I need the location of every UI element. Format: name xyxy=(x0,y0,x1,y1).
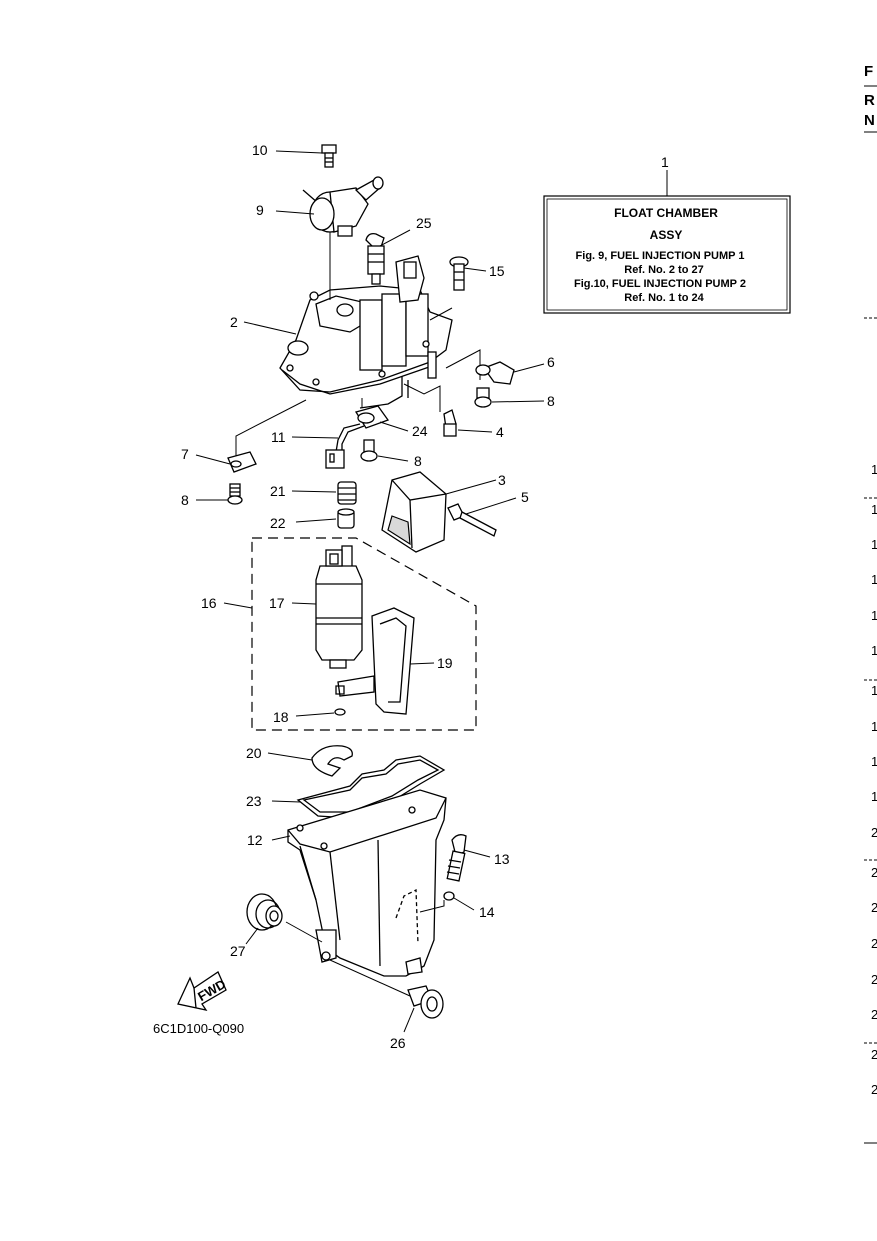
callout-12: 12 xyxy=(247,832,263,848)
part-18-clip xyxy=(334,685,346,716)
part-20-holder xyxy=(311,745,353,777)
part-8-bolt-center xyxy=(360,439,378,462)
edge-row-13: 2 xyxy=(871,900,877,915)
callout-18: 18 xyxy=(273,709,289,725)
edge-row-5: 1 xyxy=(871,608,877,623)
callout-25: 25 xyxy=(416,215,432,231)
callout-16: 16 xyxy=(201,595,217,611)
edge-row-4: 1 xyxy=(871,572,877,587)
edge-top-3: N xyxy=(864,112,875,129)
callout-4: 4 xyxy=(496,424,504,440)
edge-row-12: 2 xyxy=(871,865,877,880)
part-5-pin xyxy=(447,503,497,537)
assy-fig10: Fig.10, FUEL INJECTION PUMP 2 xyxy=(574,278,746,290)
assy-title: FLOAT CHAMBER xyxy=(614,206,718,220)
part-4-sensor xyxy=(443,409,457,437)
edge-row-7: 1 xyxy=(871,683,877,698)
right-edge-column: F R N 1 1 1 1 1 1 1 1 1 1 2 2 2 2 2 2 2 … xyxy=(864,63,877,1144)
edge-row-9: 1 xyxy=(871,754,877,769)
part-27-grommet xyxy=(246,893,283,931)
callout-9: 9 xyxy=(256,202,264,218)
part-11-wire xyxy=(325,423,365,469)
part-12-float-chamber xyxy=(287,789,447,977)
part-2-cover xyxy=(279,255,453,409)
part-3-cover xyxy=(381,471,447,553)
part-8-bolt-right xyxy=(474,387,492,408)
part-6-clip xyxy=(475,361,515,385)
callout-26: 26 xyxy=(390,1035,406,1051)
edge-row-16: 2 xyxy=(871,1007,877,1022)
part-16-group-outline xyxy=(251,537,477,731)
callout-11: 11 xyxy=(271,429,286,445)
edge-row-15: 2 xyxy=(871,972,877,987)
part-8-bolt-left xyxy=(227,483,243,505)
edge-row-6: 1 xyxy=(871,643,877,658)
callout-21: 21 xyxy=(270,483,286,499)
assy-fig9: Fig. 9, FUEL INJECTION PUMP 1 xyxy=(576,250,745,262)
assy-info-box: FLOAT CHAMBER ASSY Fig. 9, FUEL INJECTIO… xyxy=(543,195,791,314)
part-15-screw xyxy=(449,256,469,291)
part-22-collar xyxy=(337,508,355,529)
callout-20: 20 xyxy=(246,745,262,761)
edge-row-17: 2 xyxy=(871,1047,877,1062)
part-13-drain-screw xyxy=(446,834,467,882)
callout-labels: 1 2 3 4 5 6 7 8 8 8 9 10 11 12 13 14 15 … xyxy=(181,142,669,1051)
assy-fig9-ref: Ref. No. 2 to 27 xyxy=(624,264,703,276)
edge-top-1: F xyxy=(864,63,873,80)
callout-19: 19 xyxy=(437,655,453,671)
edge-row-10: 1 xyxy=(871,789,877,804)
edge-top-2: R xyxy=(864,92,875,109)
callout-24: 24 xyxy=(412,423,428,439)
edge-row-8: 1 xyxy=(871,719,877,734)
callout-2: 2 xyxy=(230,314,238,330)
callout-8-left: 8 xyxy=(181,492,189,508)
callout-8-center: 8 xyxy=(414,453,422,469)
callout-leaders xyxy=(195,150,545,1033)
fwd-label: FWD xyxy=(195,976,228,1004)
callout-15: 15 xyxy=(489,263,505,279)
part-26-collar xyxy=(407,985,444,1019)
edge-row-11: 2 xyxy=(871,825,877,840)
callout-13: 13 xyxy=(494,851,510,867)
callout-23: 23 xyxy=(246,793,262,809)
fwd-arrow-icon: FWD xyxy=(177,971,228,1011)
edge-row-3: 1 xyxy=(871,537,877,552)
part-25-fitting xyxy=(365,232,385,285)
callout-27: 27 xyxy=(230,943,246,959)
callout-1: 1 xyxy=(661,154,669,170)
part-24-grommet xyxy=(354,405,390,429)
assy-fig10-ref: Ref. No. 1 to 24 xyxy=(624,292,704,304)
callout-8-right: 8 xyxy=(547,393,555,409)
callout-17: 17 xyxy=(269,595,285,611)
edge-row-14: 2 xyxy=(871,936,877,951)
callout-10: 10 xyxy=(252,142,268,158)
callout-5: 5 xyxy=(521,489,529,505)
callout-3: 3 xyxy=(498,472,506,488)
callout-14: 14 xyxy=(479,904,495,920)
callout-22: 22 xyxy=(270,515,286,531)
edge-row-18: 2 xyxy=(871,1082,877,1097)
edge-row-1: 1 xyxy=(871,462,877,477)
part-10-bolt xyxy=(321,144,337,168)
edge-row-2: 1 xyxy=(871,502,877,517)
diagram-code: 6C1D100-Q090 xyxy=(153,1021,244,1036)
part-9-regulator xyxy=(302,176,384,237)
callout-6: 6 xyxy=(547,354,555,370)
callout-7: 7 xyxy=(181,446,189,462)
part-7-plate xyxy=(227,451,257,473)
part-17-fuel-pump xyxy=(315,545,363,669)
part-21-spring xyxy=(337,481,357,505)
part-14-oring xyxy=(443,891,455,901)
part-19-filter xyxy=(337,607,415,715)
assy-subtitle: ASSY xyxy=(650,228,683,242)
